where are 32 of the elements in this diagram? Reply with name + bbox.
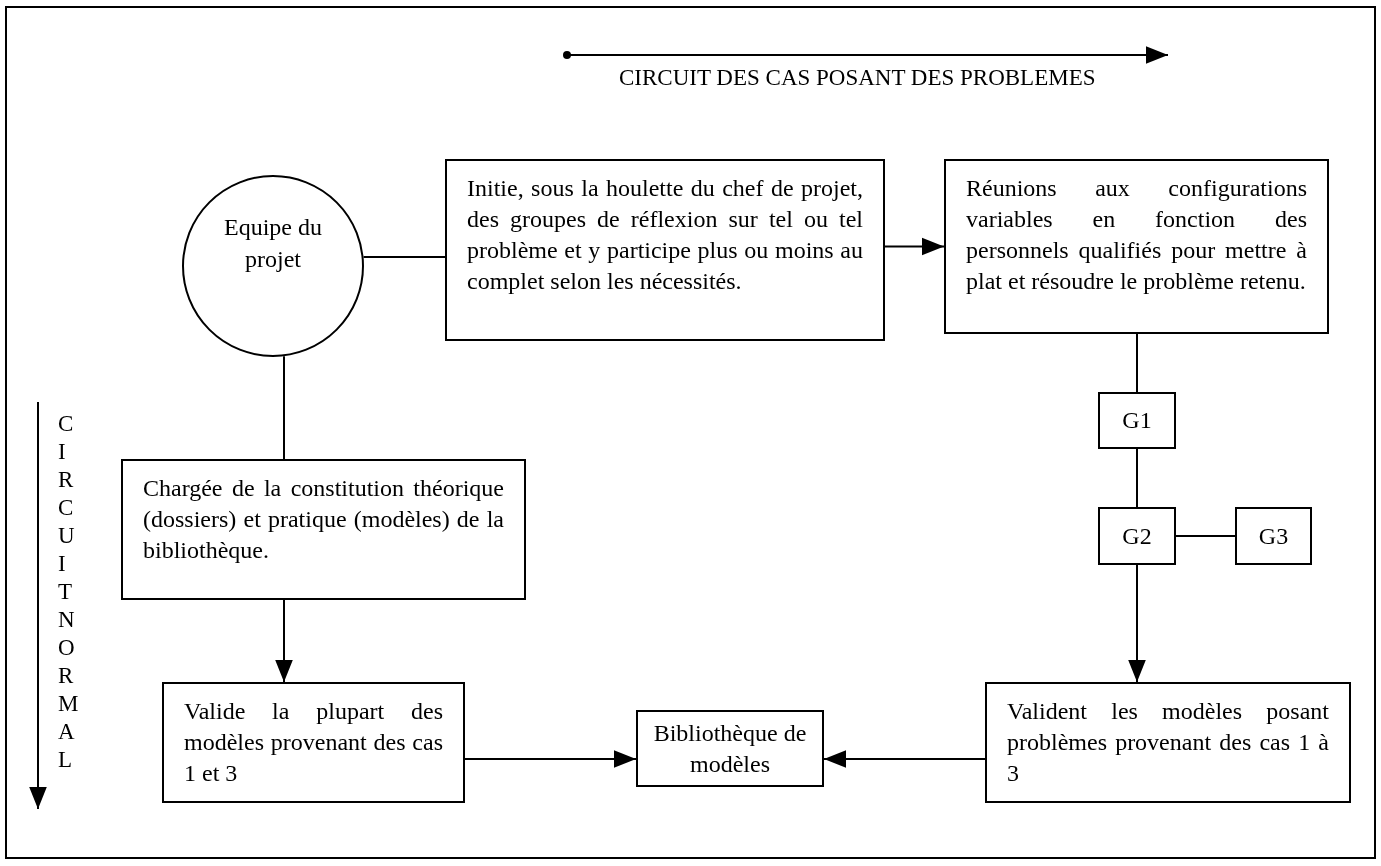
process-box [636, 710, 824, 787]
arrow [823, 750, 986, 768]
connector-line [1175, 535, 1236, 537]
node-text: G3 [1258, 521, 1289, 551]
node-text: Equipe du projet [223, 213, 323, 274]
connector-line [362, 256, 446, 258]
node-text: Valident les modèles posant problèmes provenant des cas 1 à 3 [1007, 697, 1329, 788]
arrow [884, 237, 945, 256]
node-text: G2 [1122, 521, 1152, 551]
process-box [162, 682, 465, 803]
node-text: G1 [1122, 406, 1152, 435]
node-text: Valide la plupart des modèles provenant des cas 1 et 3 [184, 697, 443, 788]
team-circle [182, 175, 364, 357]
node-text: Chargée de la constitution théorique (dossiers) et pratique (modèles) de la bibliothèque. [143, 474, 504, 565]
connector-line [283, 355, 285, 460]
arrow [464, 750, 637, 768]
process-box [1235, 507, 1312, 565]
process-box [985, 682, 1351, 803]
direction-label: CIRCUIT DES CAS POSANT DES PROBLEMES [619, 65, 1096, 91]
arrow [275, 599, 293, 683]
node-text: Initie, sous la houlette du chef de projet, des groupes de réflexion sur tel ou tel problème et y participe plus ou moins au complet selon les nécessités. [467, 174, 863, 296]
connector-line [1136, 333, 1138, 393]
process-box [445, 159, 885, 341]
connector-line [1136, 448, 1138, 508]
process-box [944, 159, 1329, 334]
direction-label: CIRCUIT NORMAL [58, 410, 81, 774]
node-text: Réunions aux configurations variables en fonction des personnels qualifiés pour mettre à plat et résoudre le problème retenu. [966, 174, 1307, 296]
process-box [1098, 392, 1176, 449]
process-box [1098, 507, 1176, 565]
process-box [121, 459, 526, 600]
node-text: Bibliothèque de modèles [652, 718, 808, 779]
arrow [1128, 564, 1146, 683]
